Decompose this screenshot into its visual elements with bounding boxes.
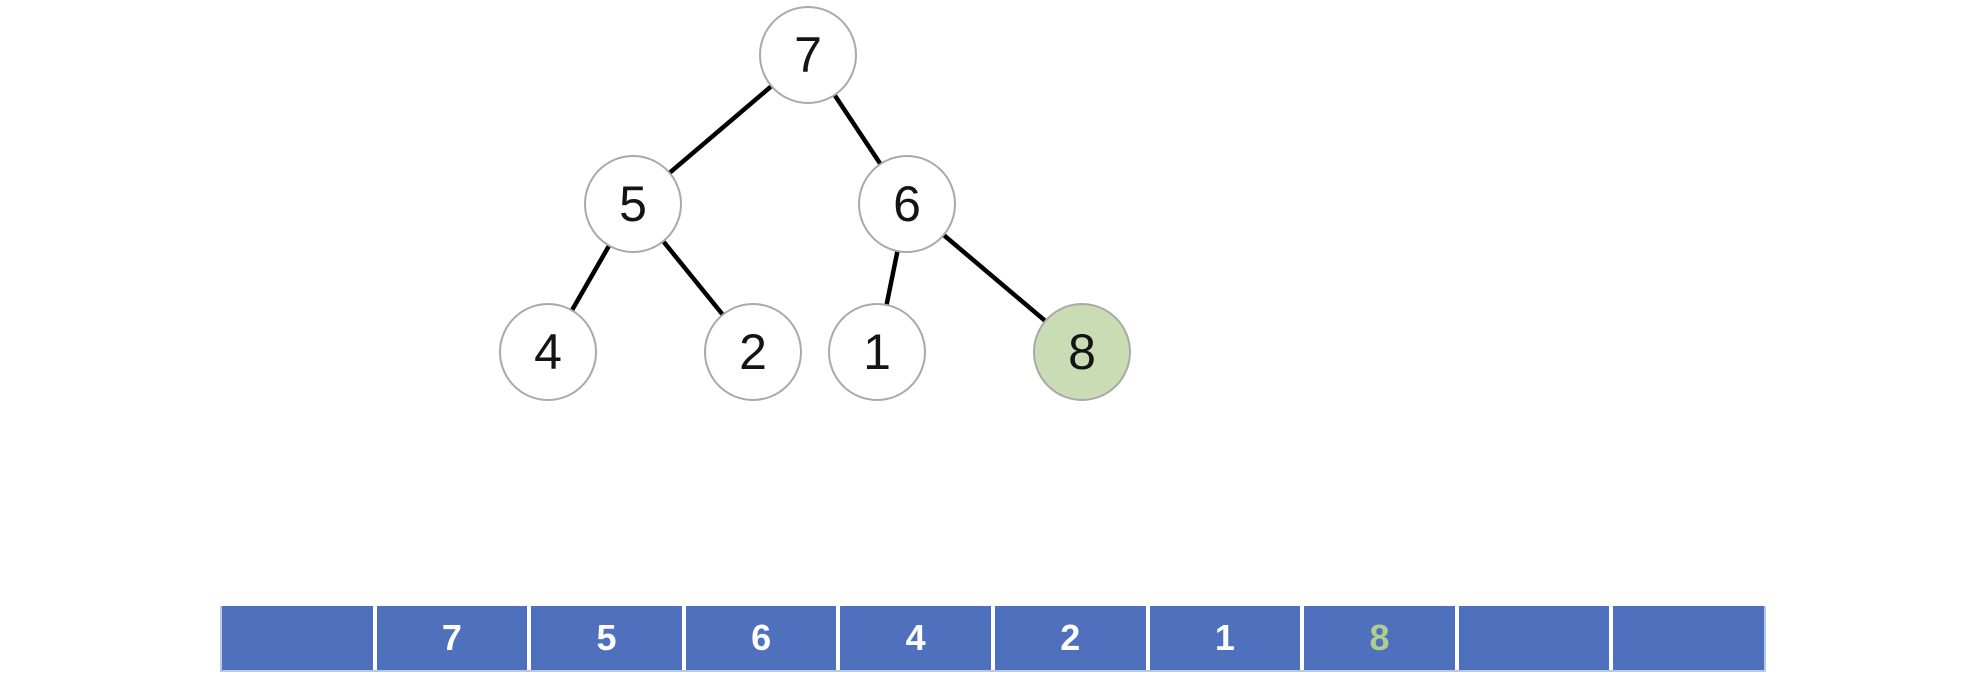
tree-node-8-highlighted: 8: [1033, 303, 1131, 401]
array-cell-0: [222, 606, 373, 670]
array-cell-9: [1613, 606, 1764, 670]
array-cell-7-highlighted: 8: [1304, 606, 1455, 670]
tree-node-5: 5: [584, 155, 682, 253]
array-cell-8: [1458, 606, 1610, 670]
array-cell-3: 6: [685, 606, 837, 670]
tree-node-1: 1: [828, 303, 926, 401]
tree-node-4: 4: [499, 303, 597, 401]
array-cell-1: 7: [376, 606, 528, 670]
array-cell-5: 2: [994, 606, 1146, 670]
tree-node-6: 6: [858, 155, 956, 253]
array-cell-4: 4: [840, 606, 991, 670]
tree-node-7: 7: [759, 6, 857, 104]
array-cell-6: 1: [1149, 606, 1301, 670]
tree-node-2: 2: [704, 303, 802, 401]
heap-array: 7 5 6 4 2 1 8: [220, 606, 1766, 672]
array-cell-2: 5: [531, 606, 682, 670]
